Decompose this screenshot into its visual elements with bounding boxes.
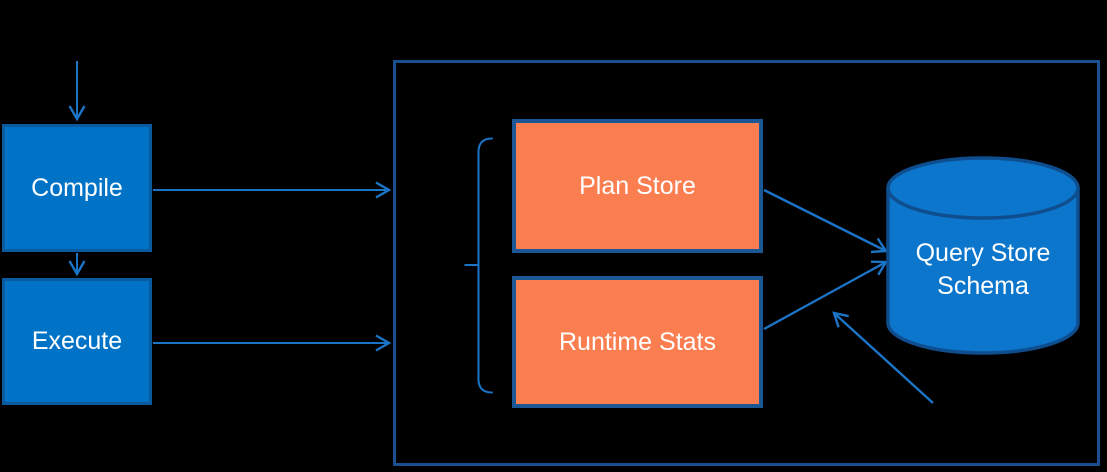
plan-store-box: Plan Store	[512, 119, 763, 253]
execute-label: Execute	[31, 327, 123, 355]
runtime-stats-label: Runtime Stats	[558, 327, 716, 356]
execute-box: Execute	[2, 278, 152, 405]
compile-label: Compile	[31, 173, 123, 202]
runtime-stats-box: Runtime Stats	[512, 276, 763, 408]
query-store-schema-label: Query Store Schema	[915, 239, 1051, 300]
compile-box: Compile	[2, 124, 152, 252]
plan-store-label: Plan Store	[579, 171, 696, 200]
query-store-container	[393, 60, 1100, 466]
